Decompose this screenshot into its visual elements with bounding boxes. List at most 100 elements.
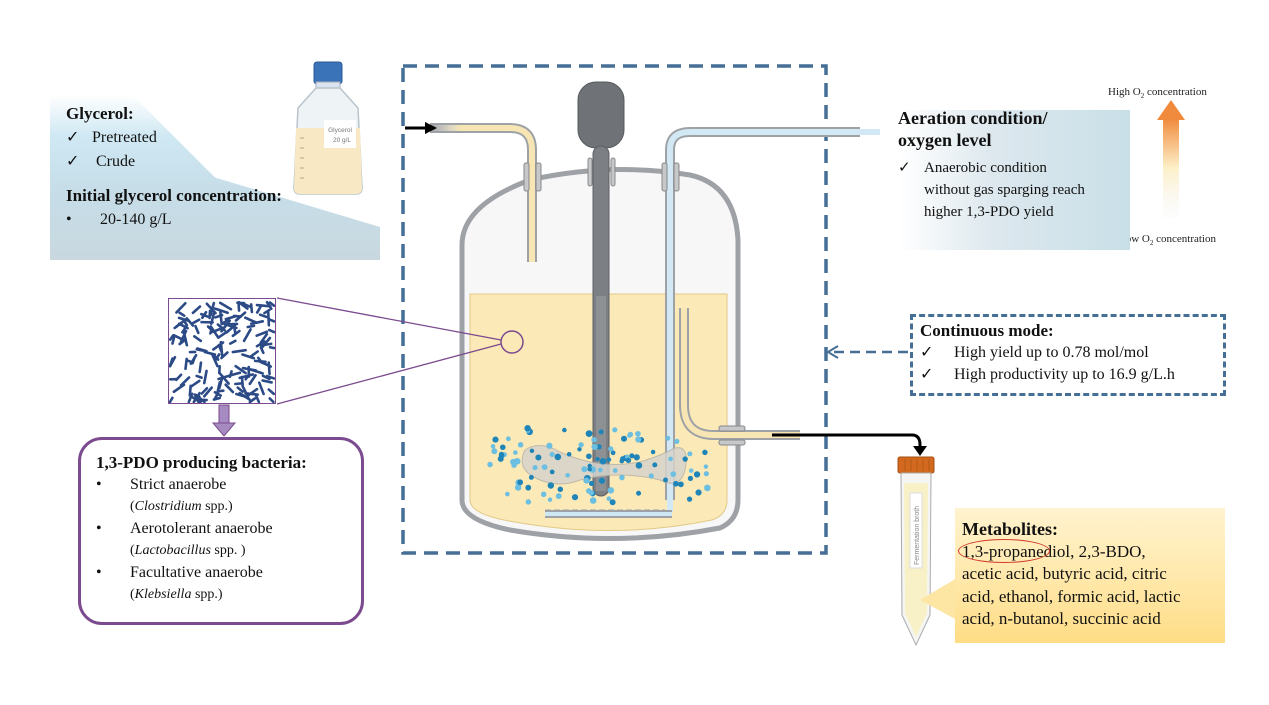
bacterium-rod: [259, 346, 265, 355]
bacterium-rod: [179, 376, 191, 387]
bacterium-rod: [218, 371, 230, 385]
bacterium-rod: [237, 300, 249, 310]
bacterium-rod: [261, 374, 271, 381]
bubble: [566, 451, 572, 457]
bubble: [598, 467, 603, 473]
bubble: [620, 435, 628, 442]
bacterium-rod: [220, 319, 231, 333]
high-o2-label: High O2 concentration: [1108, 86, 1207, 101]
bubble: [554, 453, 562, 461]
bacteria-title: 1,3-PDO producing bacteria:: [96, 453, 307, 472]
bacterium-rod: [168, 334, 175, 341]
bubble: [687, 475, 694, 482]
bubble: [610, 450, 616, 456]
aeration-title-line2: oxygen level: [898, 130, 992, 150]
bubble: [652, 462, 658, 468]
bubble: [578, 442, 584, 448]
bullet-icon: •: [66, 211, 72, 228]
bacterium-rod: [173, 318, 187, 330]
bacterium-rod: [220, 318, 230, 325]
check-icon: ✓: [66, 153, 80, 170]
bacteria-micrograph-frame: [168, 298, 276, 404]
bacterium-rod: [174, 373, 183, 382]
bubble: [596, 444, 602, 450]
concentration-title: Initial glycerol concentration:: [66, 186, 282, 205]
tube-label: Fermentation broth: [914, 506, 921, 565]
bubble: [687, 451, 693, 457]
bacteria-micrograph: [168, 300, 276, 404]
bacterium-rod: [209, 301, 216, 317]
bacterium-rod: [231, 348, 247, 354]
bacterium-rod: [168, 396, 174, 404]
bubble: [674, 438, 680, 444]
bubble: [665, 435, 671, 441]
aeration-panel: Aeration condition/ oxygen level ✓Anaero…: [898, 108, 1085, 220]
glycerol-panel: Glycerol: ✓Pretreated ✓ Crude Initial gl…: [66, 102, 282, 232]
bacterium-rod: [209, 327, 214, 335]
bubble: [619, 474, 625, 481]
bacterium-rod: [263, 308, 271, 315]
bubble: [565, 472, 570, 478]
bubble: [633, 454, 640, 461]
bacterium-rod: [202, 386, 213, 398]
check-icon: ✓: [66, 129, 80, 146]
bubble: [514, 484, 522, 491]
bubble: [588, 480, 595, 487]
bacteria-arrow-icon: [211, 422, 237, 437]
bacterium-rod: [267, 328, 276, 334]
bubble: [585, 430, 593, 438]
bacterium-rod: [257, 381, 265, 396]
fermentation-tube-icon: Fermentation broth: [897, 456, 935, 647]
bubble: [598, 477, 606, 484]
bubble: [650, 449, 656, 455]
bacterium-rod: [211, 353, 219, 368]
bacterium-rod: [224, 383, 235, 394]
bacterium-rod: [241, 302, 252, 308]
continuous-mode-box: [910, 314, 1226, 396]
bacterium-rod: [228, 370, 233, 379]
bacteria-item: •Facultative anaerobe: [96, 562, 307, 584]
sample-zoom-circle: [500, 330, 524, 354]
continuous-item-yield: ✓High yield up to 0.78 mol/mol: [920, 342, 1175, 364]
bacterium-rod: [234, 364, 247, 375]
bacterium-rod: [187, 392, 194, 404]
bubble: [525, 484, 532, 491]
bacterium-rod: [242, 328, 252, 343]
bubble: [606, 457, 612, 462]
bacterium-rod: [219, 340, 224, 357]
bubble: [513, 450, 518, 455]
bubble: [532, 464, 538, 471]
bacterium-rod: [219, 310, 223, 326]
bubble: [607, 487, 615, 494]
bubble: [686, 496, 693, 502]
bacterium-rod: [211, 326, 225, 334]
metabolites-panel-background: [955, 508, 1225, 643]
check-icon: ✓: [920, 366, 934, 383]
bacterium-rod: [178, 311, 186, 318]
bacterium-rod: [172, 383, 186, 394]
oxygen-arrow-head-icon: [1157, 100, 1185, 120]
bacterium-rod: [213, 307, 229, 315]
bubble: [635, 436, 642, 443]
bacterium-rod: [230, 371, 242, 377]
bubble: [588, 490, 594, 496]
bacterium-rod: [249, 350, 259, 358]
bacterium-rod: [268, 301, 276, 307]
highlight-ellipse: [958, 538, 1050, 563]
bacterium-rod: [248, 373, 257, 386]
bubble: [695, 489, 702, 496]
bacterium-rod: [265, 374, 276, 380]
oxygen-gradient-bar: [1163, 118, 1179, 218]
bubble: [612, 427, 618, 433]
bacterium-rod: [246, 324, 256, 329]
bacterium-rod: [268, 397, 275, 404]
bacterium-rod: [234, 311, 247, 322]
bacterium-rod: [178, 338, 187, 346]
bacterium-rod: [261, 379, 273, 384]
bubble: [571, 494, 579, 501]
bubble: [625, 457, 632, 464]
bubble: [525, 499, 532, 505]
bubble: [577, 447, 582, 452]
bacterium-rod: [228, 339, 237, 345]
bubble: [612, 468, 618, 473]
